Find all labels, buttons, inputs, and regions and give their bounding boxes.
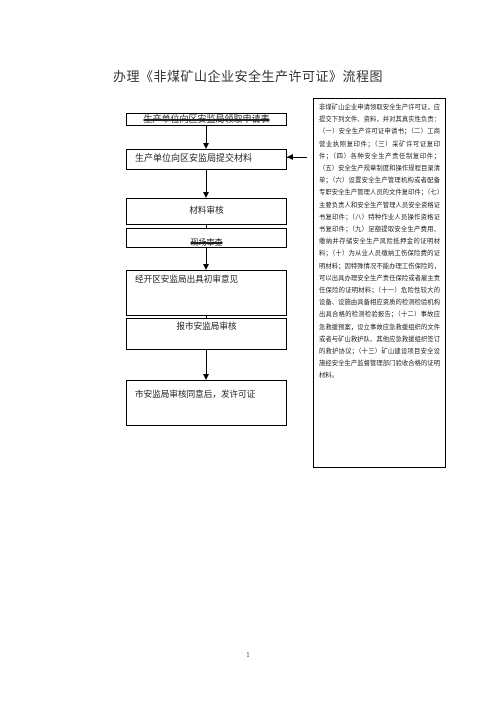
arrow-down-icon <box>203 143 209 149</box>
connector-line <box>287 157 307 158</box>
step-submit-materials: 生产单位向区安监局提交材料 <box>126 149 287 170</box>
arrow-down-icon <box>203 374 209 380</box>
page-number: 1 <box>246 652 250 659</box>
step-report-to-city: 报市安监局审核 <box>126 318 287 350</box>
step-preliminary-opinion: 经开区安监局出具初审意见 <box>126 270 287 316</box>
connector-line <box>206 126 207 147</box>
connector-line <box>206 225 207 228</box>
connector-line <box>206 248 207 268</box>
step-material-review: 材料审核 <box>126 198 287 225</box>
page-title: 办理《非煤矿山企业安全生产许可证》流程图 <box>112 70 383 85</box>
required-documents-note: 非煤矿山企业申请领取安全生产许可证，应提交下列文件、资料，并对其真实性负责：（一… <box>313 98 446 468</box>
arrow-left-icon <box>287 154 293 160</box>
step-site-inspection: 现场审查 <box>126 228 287 248</box>
connector-line <box>206 350 207 378</box>
arrow-down-icon <box>203 192 209 198</box>
arrow-down-icon <box>203 264 209 270</box>
step-issue-license: 市安监局审核同意后，发许可证 <box>126 380 287 426</box>
step-get-application-form: 生产单位向区安监局领取申请表 <box>126 113 287 126</box>
connector-line <box>206 170 207 196</box>
